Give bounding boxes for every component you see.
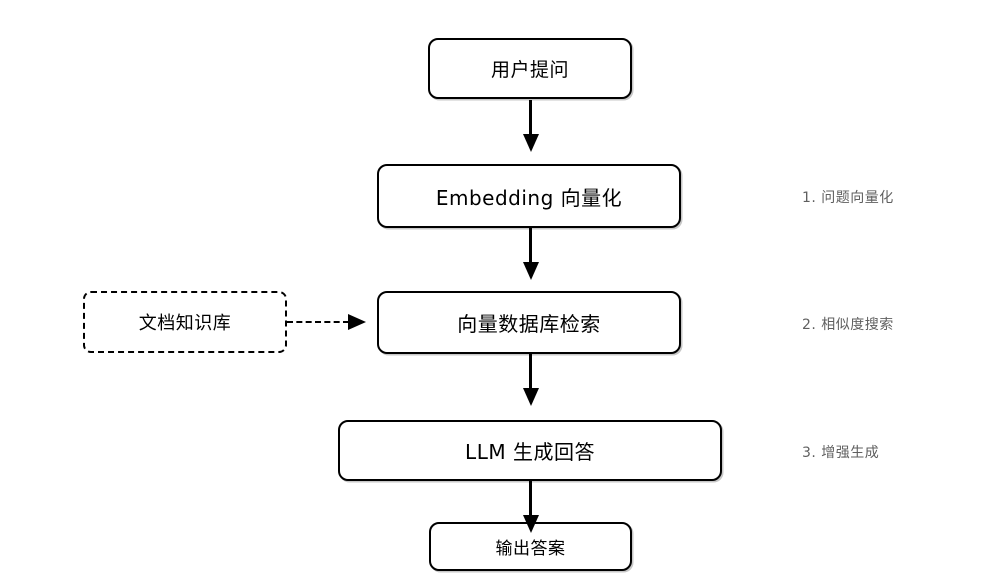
connector-llm-to-output — [529, 481, 532, 515]
node-user-question: 用户提问 — [428, 38, 632, 99]
connector-user-to-embedding — [529, 100, 532, 134]
connector-knowledgebase-to-vectordb-dashed — [287, 321, 349, 323]
arrow-down-icon — [522, 134, 539, 152]
arrow-right-icon — [348, 314, 366, 330]
node-user-question-label: 用户提问 — [490, 59, 569, 81]
connector-vectordb-to-llm — [529, 354, 532, 388]
annotation-step-1: 1. 问题向量化 — [802, 190, 894, 206]
node-document-knowledge-base-label: 文档知识库 — [138, 313, 232, 334]
node-document-knowledge-base: 文档知识库 — [83, 291, 287, 353]
node-embedding: Embedding 向量化 — [377, 164, 681, 228]
node-output-answer-label: 输出答案 — [495, 539, 566, 559]
node-llm-generate-answer-label: LLM 生成回答 — [465, 440, 595, 464]
node-vector-db-search-label: 向量数据库检索 — [457, 312, 601, 336]
connector-embedding-to-vectordb — [529, 228, 532, 262]
node-vector-db-search: 向量数据库检索 — [377, 291, 681, 354]
node-embedding-label: Embedding 向量化 — [435, 185, 623, 210]
arrow-down-icon — [522, 262, 539, 280]
annotation-step-3: 3. 增强生成 — [802, 445, 880, 461]
annotation-step-2: 2. 相似度搜索 — [802, 317, 894, 333]
arrow-down-icon — [522, 515, 539, 533]
arrow-down-icon — [522, 388, 539, 406]
node-llm-generate-answer: LLM 生成回答 — [338, 420, 722, 481]
